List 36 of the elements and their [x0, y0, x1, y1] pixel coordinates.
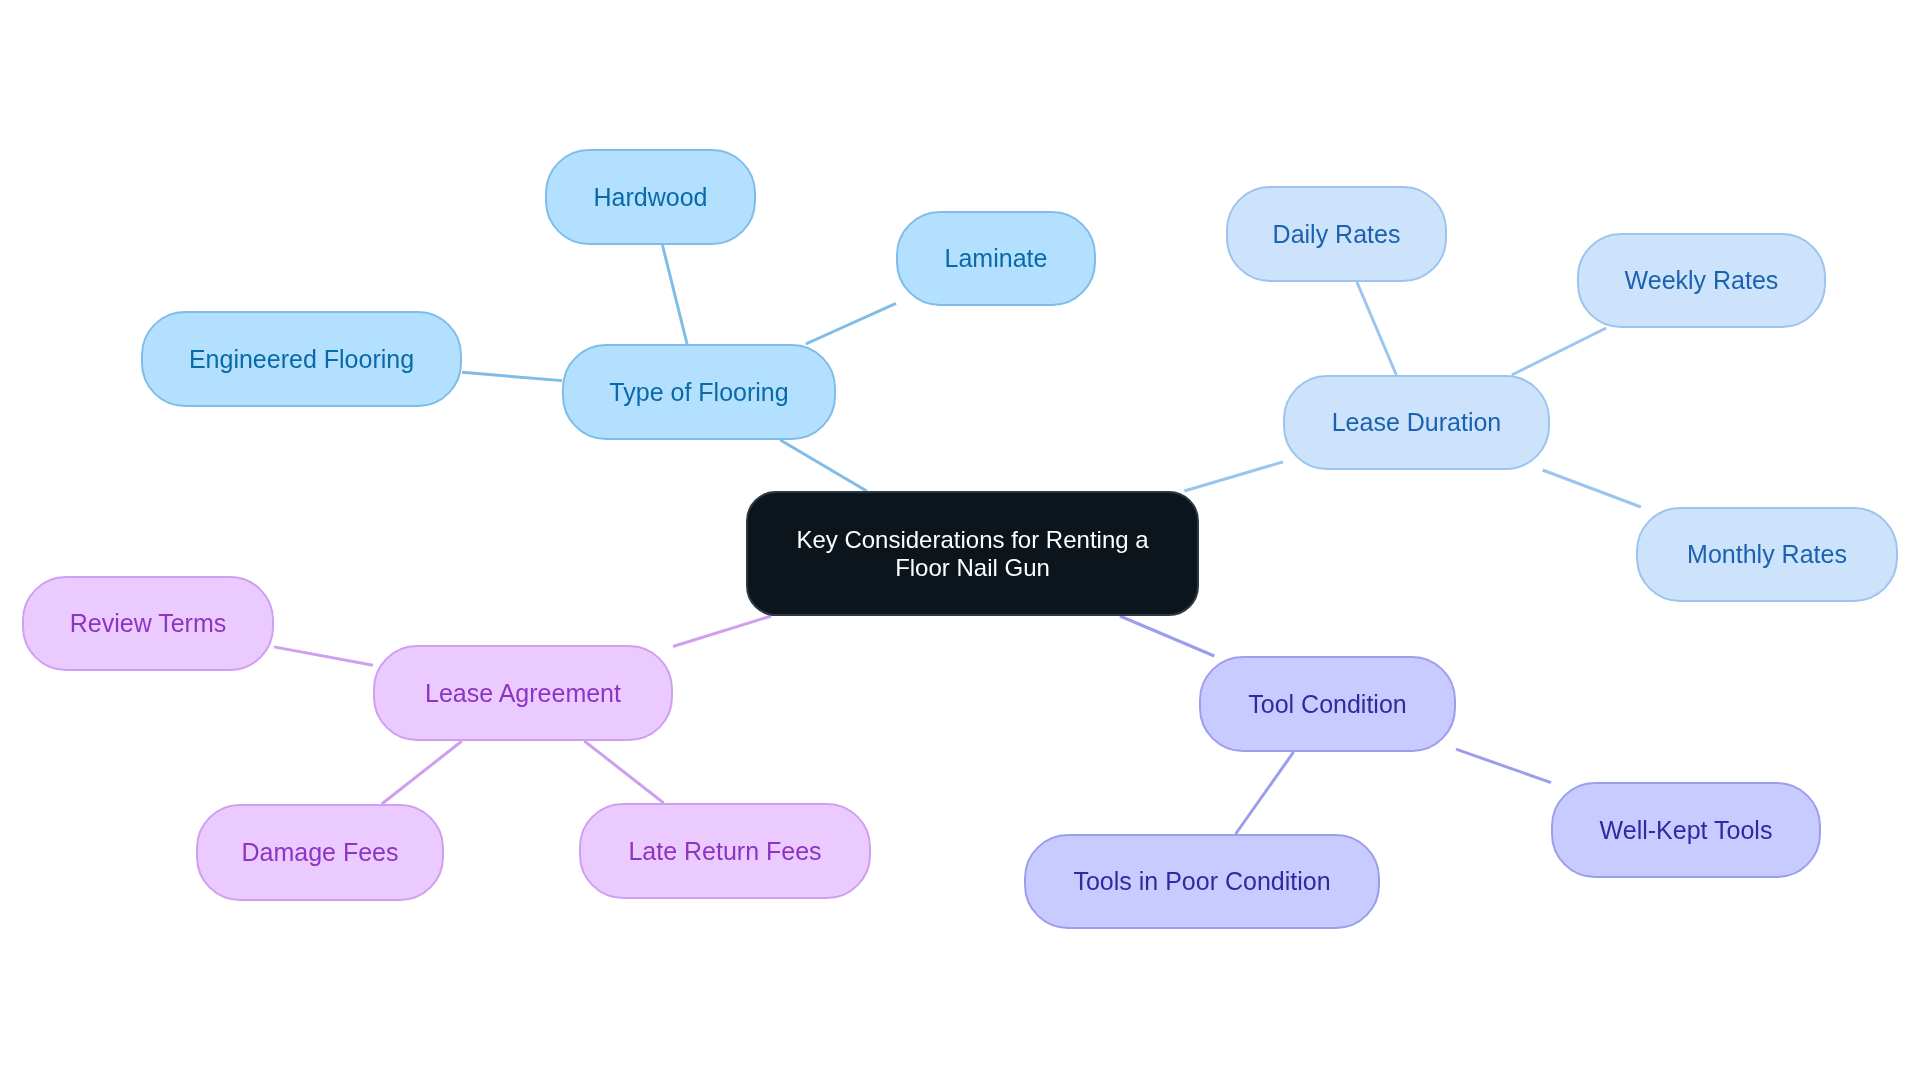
- connector-line: [1355, 281, 1398, 376]
- node-label: Tools in Poor Condition: [1073, 867, 1331, 896]
- connector-line: [672, 614, 772, 648]
- node-label: Tool Condition: [1248, 689, 1407, 719]
- node-label: Lease Agreement: [425, 678, 621, 708]
- node-label: Late Return Fees: [628, 836, 822, 866]
- connector-line: [1119, 614, 1215, 658]
- connector-line: [461, 370, 563, 383]
- central-topic-node: [746, 491, 1199, 616]
- topic-node: [373, 645, 673, 741]
- node-label: Review Terms: [69, 609, 227, 638]
- node-label: Well-Kept Tools: [1599, 815, 1773, 845]
- node-label: Hardwood: [593, 182, 708, 212]
- connector-line: [779, 438, 868, 493]
- connector-line: [273, 645, 374, 667]
- connector-line: [583, 739, 665, 805]
- node-label: Key Considerations for Renting a Floor Nail Gun: [795, 525, 1150, 582]
- node-label: Monthly Rates: [1687, 540, 1847, 569]
- connector-line: [805, 302, 897, 346]
- node-label: Damage Fees: [241, 838, 399, 867]
- node-label: Weekly Rates: [1624, 266, 1779, 295]
- connector-line: [1455, 747, 1552, 784]
- connector-line: [380, 739, 463, 806]
- connector-line: [1183, 460, 1284, 493]
- connector-line: [1234, 751, 1295, 835]
- connector-line: [661, 244, 689, 345]
- topic-node: [1199, 656, 1456, 752]
- connector-line: [1542, 468, 1642, 509]
- connector-line: [1511, 326, 1607, 377]
- node-label: Type of Flooring: [609, 377, 789, 407]
- node-label: Lease Duration: [1331, 408, 1502, 437]
- node-label: Laminate: [944, 244, 1048, 273]
- node-label: Daily Rates: [1272, 219, 1401, 249]
- topic-node: [896, 211, 1096, 306]
- topic-node: [1283, 375, 1550, 470]
- node-label: Engineered Flooring: [188, 344, 415, 374]
